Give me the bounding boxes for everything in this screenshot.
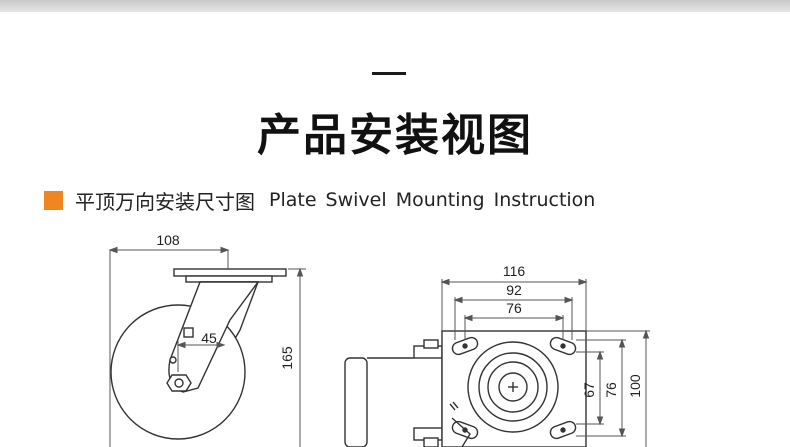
page-title: 产品安装视图 [257, 110, 533, 161]
dim-height-label: 165 [279, 346, 295, 370]
side-view-caster [110, 268, 287, 440]
section-title-chinese: 平顶万向安装尺寸图 [75, 189, 255, 214]
top-border-band [0, 0, 790, 12]
dim-plate-width-label: 116 [503, 263, 526, 279]
section-marker-square [44, 190, 63, 210]
section-title-english: Plate Swivel Mounting Instruction [269, 189, 596, 211]
dim-bolt-inner-label: 76 [506, 300, 522, 316]
mounting-drawing: 108 45 165 [108, 232, 650, 447]
title-dash-ornament [372, 72, 406, 75]
section-heading: 平顶万向安装尺寸图 Plate Swivel Mounting Instruct… [44, 186, 595, 214]
dim-slot-large-label: 76 [603, 382, 619, 398]
dim-offset-label: 45 [201, 330, 217, 346]
dim-width-label: 108 [156, 232, 180, 248]
dim-plate-height-label: 100 [627, 374, 643, 398]
front-view-caster [344, 330, 587, 447]
dim-slot-small-label: 67 [581, 382, 597, 398]
dim-bolt-outer-label: 92 [506, 282, 522, 298]
